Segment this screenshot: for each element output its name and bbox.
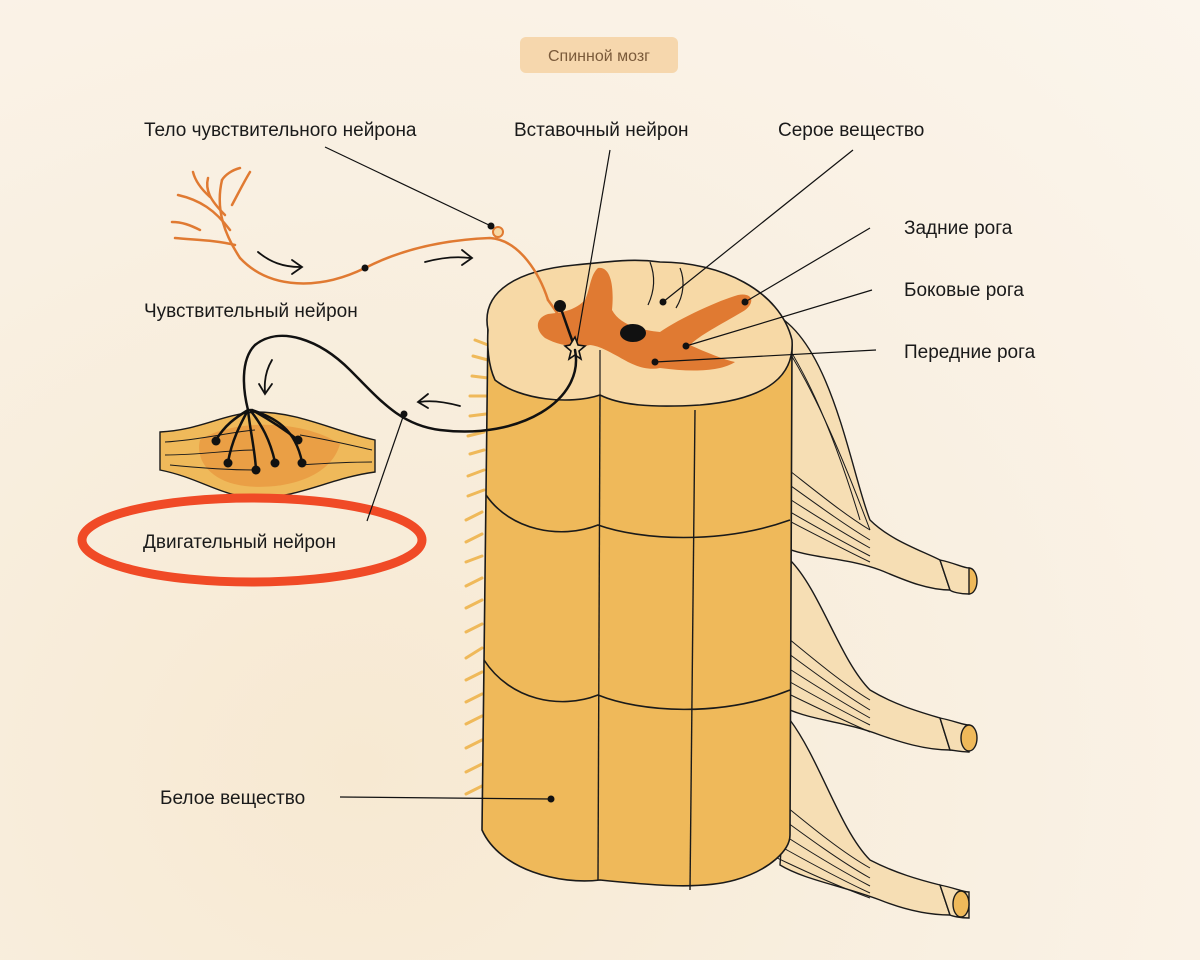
label-sensory-neuron: Чувствительный нейрон: [144, 301, 358, 322]
spinal-nerve-middle: [779, 558, 978, 753]
muscle: [159, 411, 376, 499]
gray-matter-shape: [537, 267, 752, 371]
direction-arrows: [257, 249, 474, 409]
label-interneuron: Вставочный нейрон: [514, 120, 689, 141]
label-posterior-horns: Задние рога: [904, 218, 1013, 239]
title: Спинной мозг: [548, 48, 650, 65]
highlight-ring: [77, 493, 427, 587]
spinal-nerve-lower: [779, 718, 970, 919]
label-white-matter: Белое вещество: [160, 788, 305, 809]
leader-lines: [324, 146, 877, 800]
label-lateral-horns: Боковые рога: [904, 280, 1024, 301]
spinal-nerve-upper: [764, 309, 978, 595]
cross-section: [486, 259, 793, 407]
labels: Тело чувствительного нейрона Вставочный …: [143, 120, 1036, 809]
spinal-cord-column: [481, 324, 793, 891]
interneuron: [554, 300, 587, 361]
title-badge: Спинной мозг: [520, 37, 678, 73]
label-gray-matter: Серое вещество: [778, 120, 924, 141]
motor-endplates: [211, 435, 307, 475]
leader-dots: [361, 222, 749, 803]
sensory-body-marker: [492, 226, 504, 238]
label-sensory-body: Тело чувствительного нейрона: [144, 120, 417, 141]
label-anterior-horns: Передние рога: [904, 342, 1036, 363]
label-motor-neuron: Двигательный нейрон: [143, 532, 336, 553]
sensory-neuron: [170, 166, 574, 347]
central-canal: [620, 324, 646, 342]
left-nerve-rootlets: [464, 338, 490, 796]
